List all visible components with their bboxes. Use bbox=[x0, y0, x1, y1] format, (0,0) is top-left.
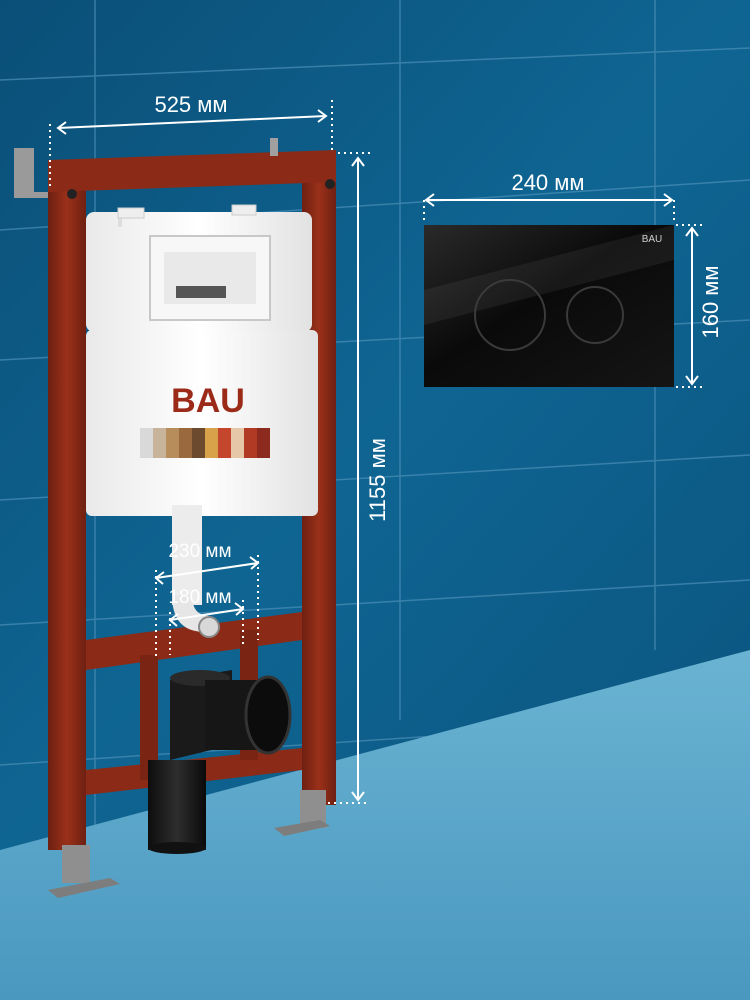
color-swatch bbox=[153, 428, 166, 458]
color-swatch bbox=[166, 428, 179, 458]
panel-logo: BAU bbox=[642, 234, 663, 245]
dimension-outlet-outer: 230 мм bbox=[154, 541, 260, 660]
dimension-frame-width: 525 мм bbox=[49, 92, 333, 188]
color-swatch bbox=[205, 428, 218, 458]
panel-height-label: 160 мм bbox=[698, 265, 723, 338]
color-swatch-strip bbox=[140, 428, 270, 458]
color-swatch bbox=[257, 428, 270, 458]
color-swatch bbox=[179, 428, 192, 458]
half-flush-button bbox=[566, 286, 624, 344]
color-swatch bbox=[192, 428, 205, 458]
color-swatch bbox=[218, 428, 231, 458]
dimension-outlet-inner: 180 мм bbox=[168, 587, 245, 655]
full-flush-button bbox=[474, 279, 546, 351]
dimension-frame-height: 1155 мм bbox=[328, 152, 390, 804]
frame-width-label: 525 мм bbox=[154, 92, 227, 117]
color-swatch bbox=[244, 428, 257, 458]
flush-plate: BAU bbox=[424, 225, 674, 387]
dimension-panel-height: 160 мм bbox=[676, 224, 723, 388]
brand-logo: BAU bbox=[171, 382, 245, 420]
dimension-panel-width: 240 мм bbox=[423, 170, 675, 224]
floor bbox=[0, 650, 750, 1000]
drain-pipes bbox=[148, 670, 292, 854]
color-swatch bbox=[140, 428, 153, 458]
cistern: BAU bbox=[86, 204, 318, 638]
panel-width-label: 240 мм bbox=[511, 170, 584, 195]
frame-height-label: 1155 мм bbox=[365, 438, 390, 522]
outlet-outer-label: 230 мм bbox=[168, 541, 231, 562]
color-swatch bbox=[231, 428, 244, 458]
outlet-inner-label: 180 мм bbox=[168, 587, 231, 608]
